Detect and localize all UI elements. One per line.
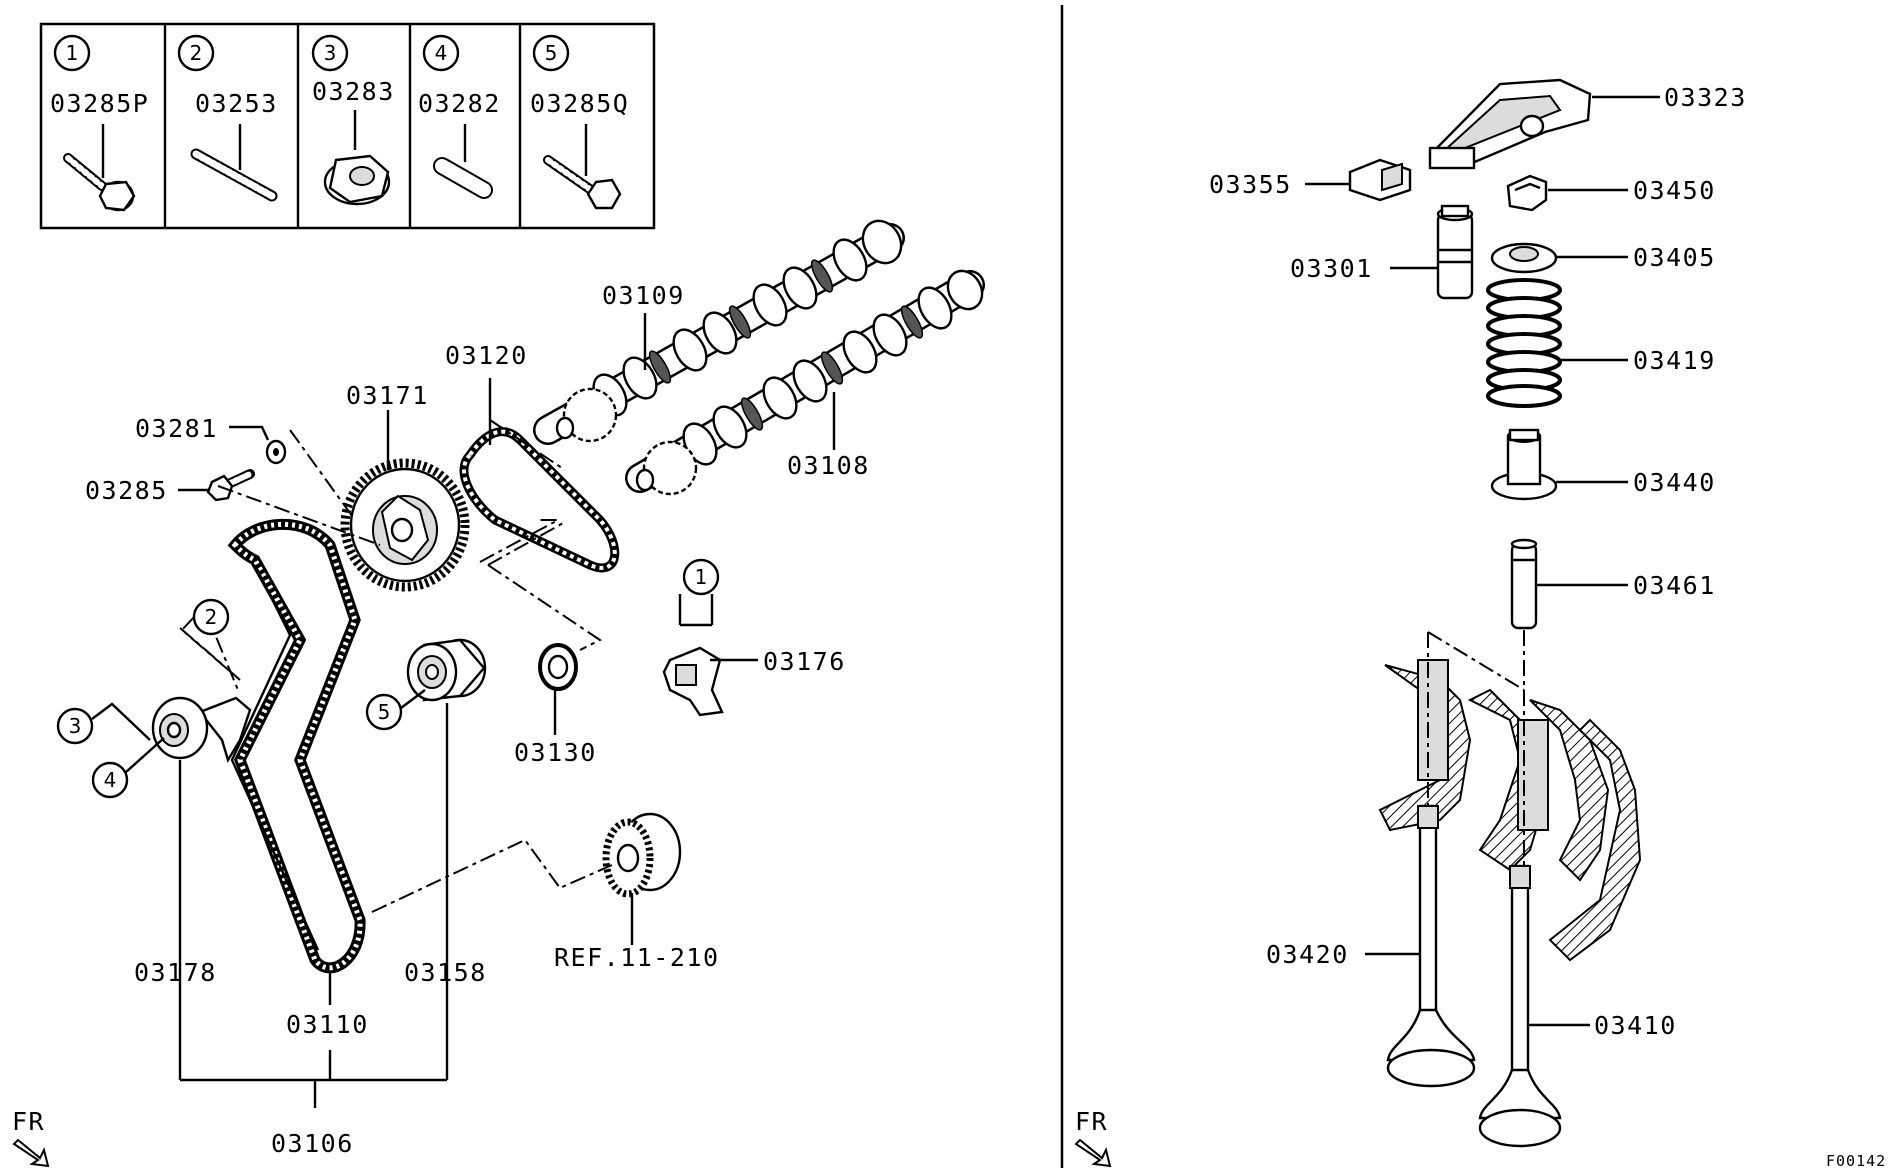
flange-bolt-icon	[63, 124, 136, 212]
oil-seal	[538, 643, 578, 691]
label-03405: 03405	[1633, 243, 1716, 272]
hardware-partno-3: 03283	[312, 77, 395, 106]
valve-spring	[1486, 278, 1562, 408]
washer	[265, 439, 287, 465]
valve-guide	[1510, 538, 1538, 630]
valve-retainer-keys	[1506, 174, 1548, 212]
svg-text:3: 3	[69, 714, 82, 738]
intake-valve	[1386, 804, 1476, 1088]
label-03106: 03106	[271, 1129, 354, 1158]
belt-tensioner	[151, 696, 252, 763]
valve-spring-retainer	[1490, 242, 1558, 274]
callout-4: 4	[91, 737, 165, 799]
callout-1: 1	[682, 558, 720, 596]
hardware-cell-1: 1 03285P	[50, 34, 149, 212]
label-03130: 03130	[514, 738, 597, 767]
crankshaft-sprocket	[602, 812, 682, 898]
label-03410: 03410	[1594, 1011, 1677, 1040]
callout-3: 3	[56, 702, 151, 745]
label-03171: 03171	[346, 381, 429, 410]
hardware-table: 1 03285P 2 03253 3 03283	[39, 22, 656, 230]
exhaust-camshaft	[625, 269, 985, 496]
hardware-partno-4: 03282	[418, 89, 501, 118]
right-leader-lines	[1305, 95, 1660, 1027]
svg-text:1: 1	[695, 565, 708, 589]
label-03108: 03108	[787, 451, 870, 480]
label-03323: 03323	[1664, 83, 1747, 112]
label-03281: 03281	[135, 414, 218, 443]
hardware-partno-5: 03285Q	[530, 89, 629, 118]
label-03420: 03420	[1266, 940, 1349, 969]
dowel-pin-icon	[433, 124, 493, 199]
fr-direction-left: FR	[12, 1107, 50, 1168]
label-03178: 03178	[134, 958, 217, 987]
rocker-arm	[1428, 78, 1592, 170]
hardware-index-4: 4	[435, 41, 448, 65]
figure-id: F00142	[1826, 1152, 1886, 1170]
label-03440: 03440	[1633, 468, 1716, 497]
fr-direction-right: FR	[1074, 1107, 1112, 1168]
valve-stem-seal	[1490, 428, 1558, 501]
intake-camshaft	[533, 219, 905, 445]
hardware-partno-2: 03253	[195, 89, 278, 118]
chain-tensioner	[662, 646, 724, 717]
hardware-cell-5: 5 03285Q	[530, 34, 629, 210]
callout-2: 2	[180, 598, 241, 681]
svg-text:4: 4	[104, 768, 117, 792]
exhaust-valve	[1478, 864, 1562, 1148]
svg-text:2: 2	[205, 605, 218, 629]
svg-text:FR: FR	[1075, 1107, 1108, 1136]
hydraulic-lash-adjuster	[1436, 204, 1474, 300]
right-assembly-lines	[1427, 630, 1525, 870]
label-03419: 03419	[1633, 346, 1716, 375]
label-03301: 03301	[1290, 254, 1373, 283]
hex-bolt-icon	[543, 124, 622, 210]
label-03176: 03176	[763, 647, 846, 676]
hardware-index-3: 3	[324, 41, 337, 65]
cylinder-head-section	[1378, 659, 1642, 962]
idler-pulley	[406, 638, 487, 702]
label-03110: 03110	[286, 1010, 369, 1039]
label-03285: 03285	[85, 476, 168, 505]
hardware-index-1: 1	[66, 41, 79, 65]
svg-text:5: 5	[378, 700, 391, 724]
label-03461: 03461	[1633, 571, 1716, 600]
camshaft-sprocket-bolt	[206, 469, 255, 502]
left-leader-lines	[178, 313, 836, 1108]
stud-bolt-icon	[190, 124, 278, 202]
camshaft-chain	[459, 427, 620, 573]
svg-text:FR: FR	[12, 1107, 45, 1136]
flange-nut-icon	[323, 110, 391, 206]
hardware-cell-3: 3 03283	[311, 34, 395, 206]
hardware-cell-2: 2 03253	[177, 34, 278, 202]
label-03109: 03109	[602, 281, 685, 310]
hardware-index-2: 2	[190, 41, 203, 65]
hardware-partno-1: 03285P	[50, 89, 149, 118]
lash-adjuster-clip	[1348, 158, 1412, 202]
label-ref-11-210: REF.11-210	[554, 943, 720, 972]
label-03120: 03120	[445, 341, 528, 370]
label-03355: 03355	[1209, 170, 1292, 199]
label-03158: 03158	[404, 958, 487, 987]
label-03450: 03450	[1633, 176, 1716, 205]
hardware-cell-4: 4 03282	[418, 34, 501, 199]
vvt-sprocket	[340, 458, 470, 592]
hardware-index-5: 5	[545, 41, 558, 65]
callout-5: 5	[365, 689, 426, 731]
timing-belt	[227, 518, 366, 974]
